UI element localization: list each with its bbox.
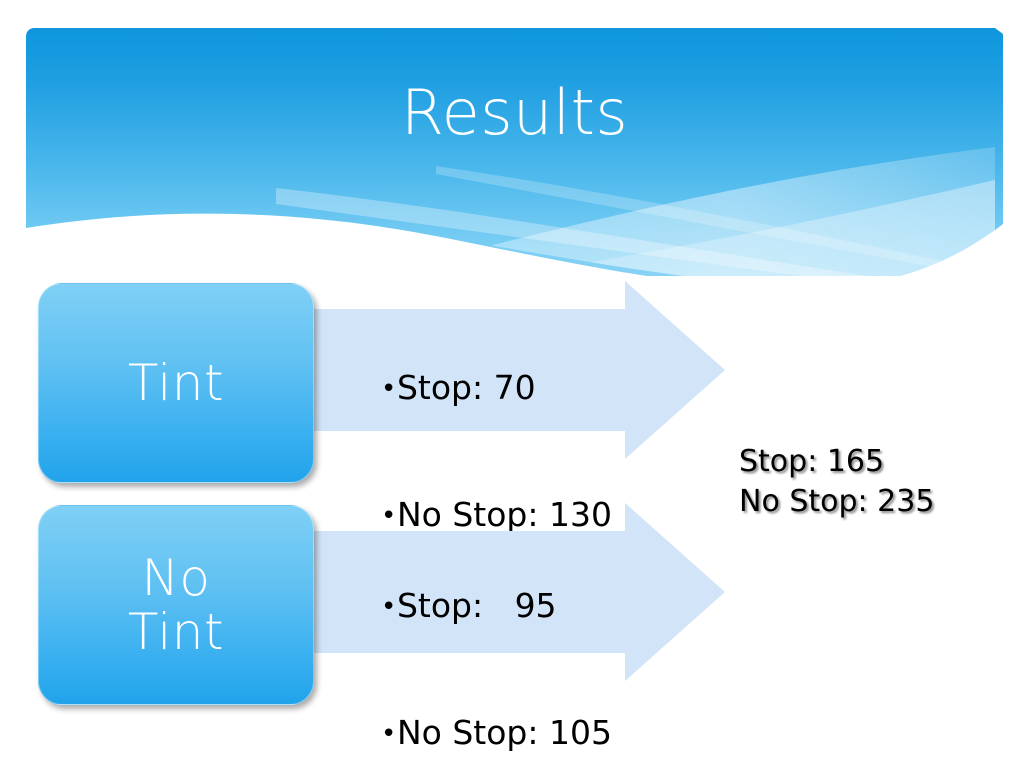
arrow-tint [236,281,736,459]
box-tint[interactable]: Tint [38,283,314,483]
box-no-tint-label-line1: No [141,549,211,607]
arrow-no-tint-shape [236,503,725,681]
bullet-text: No Stop: 130 [396,494,612,534]
bullet-item: •No Stop: 130 [318,452,618,579]
totals-summary: Stop: 165 No Stop: 235 [739,442,934,522]
arrow-no-tint [236,503,736,681]
bullet-icon: • [380,500,397,531]
arrow-no-tint-bullets: •Stop: 95 •No Stop: 105 [318,543,618,768]
box-no-tint[interactable]: No Tint [38,505,314,705]
totals-no-stop-line: No Stop: 235 [739,483,935,519]
bullet-text: Stop: 70 [396,368,536,408]
box-no-tint-label-line2: Tint [127,603,225,661]
banner-wave-graphic [26,28,1003,276]
box-no-tint-label: No Tint [128,551,224,659]
bullet-item: •No Stop: 105 [318,670,618,768]
arrow-tint-bullets: •Stop: 70 •No Stop: 130 [318,325,618,578]
arrow-tint-shape [236,281,725,459]
totals-stop-line: Stop: 165 [739,444,885,479]
bullet-icon: • [380,718,397,749]
bullet-item: •Stop: 70 [318,325,618,452]
bullet-item: •Stop: 95 [318,543,618,670]
header-banner [26,28,1003,276]
box-tint-label: Tint [127,354,225,412]
bullet-icon: • [380,374,397,405]
bullet-text: Stop: 95 [396,586,557,626]
bullet-icon: • [380,592,397,623]
bullet-text: No Stop: 105 [396,712,612,752]
